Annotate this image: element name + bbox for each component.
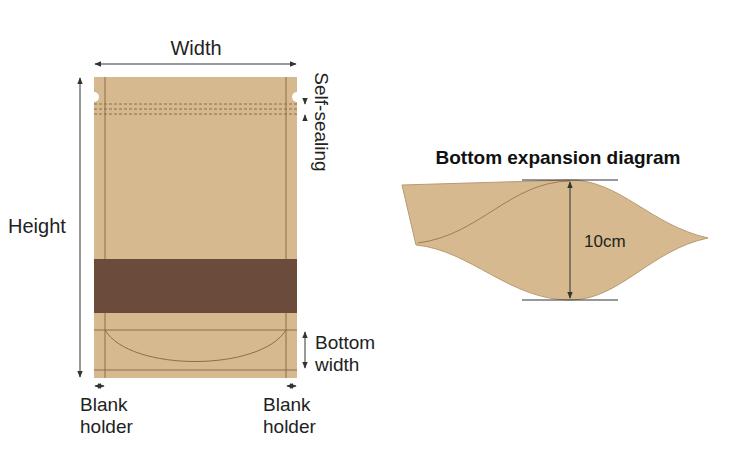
dimension-arrow: [305, 99, 306, 104]
seal-line: [105, 77, 106, 378]
dimension-arrow: [305, 332, 306, 368]
gusset-curve: [105, 330, 286, 362]
diagram-title: Bottom expansion diagram: [436, 147, 681, 169]
expanded-bottom: [402, 180, 708, 300]
dimension-label: 10cm: [584, 232, 626, 252]
dimension-arrow: [305, 115, 306, 120]
extension-line: [522, 300, 618, 301]
zip-lines: [94, 104, 297, 114]
dimension-label: Self-sealing: [310, 72, 332, 171]
label-holder: Width: [170, 37, 221, 60]
dimension-arrow: [570, 182, 571, 298]
part-label: Blank holder: [80, 394, 150, 438]
tear-notch: [292, 92, 302, 102]
tear-notch: [89, 92, 99, 102]
dimension-label: Height: [8, 215, 66, 238]
bag-body: [94, 77, 297, 378]
label-holder: Self-sealing: [310, 72, 332, 171]
window-band: [94, 259, 297, 313]
label-holder: Height: [8, 215, 66, 238]
title-holder: Bottom expansion diagram: [436, 147, 681, 169]
seal-line: [286, 77, 287, 378]
dimension-label: Width: [170, 37, 221, 60]
fold-curve: [418, 181, 570, 243]
extension-line: [522, 180, 618, 181]
dimension-arrow: [287, 386, 296, 387]
label-holder: Bottom width: [315, 332, 393, 376]
dimension-arrow: [95, 386, 104, 387]
gusset-line: [94, 330, 297, 331]
dimension-arrow: [80, 78, 81, 377]
label-holder: 10cm: [584, 232, 626, 252]
label-holder: Blank holder: [263, 394, 333, 438]
dimension-arrow: [95, 64, 296, 65]
label-holder: Blank holder: [80, 394, 150, 438]
dimension-label: Bottom width: [315, 332, 393, 376]
part-label: Blank holder: [263, 394, 333, 438]
gusset-line: [94, 370, 297, 371]
